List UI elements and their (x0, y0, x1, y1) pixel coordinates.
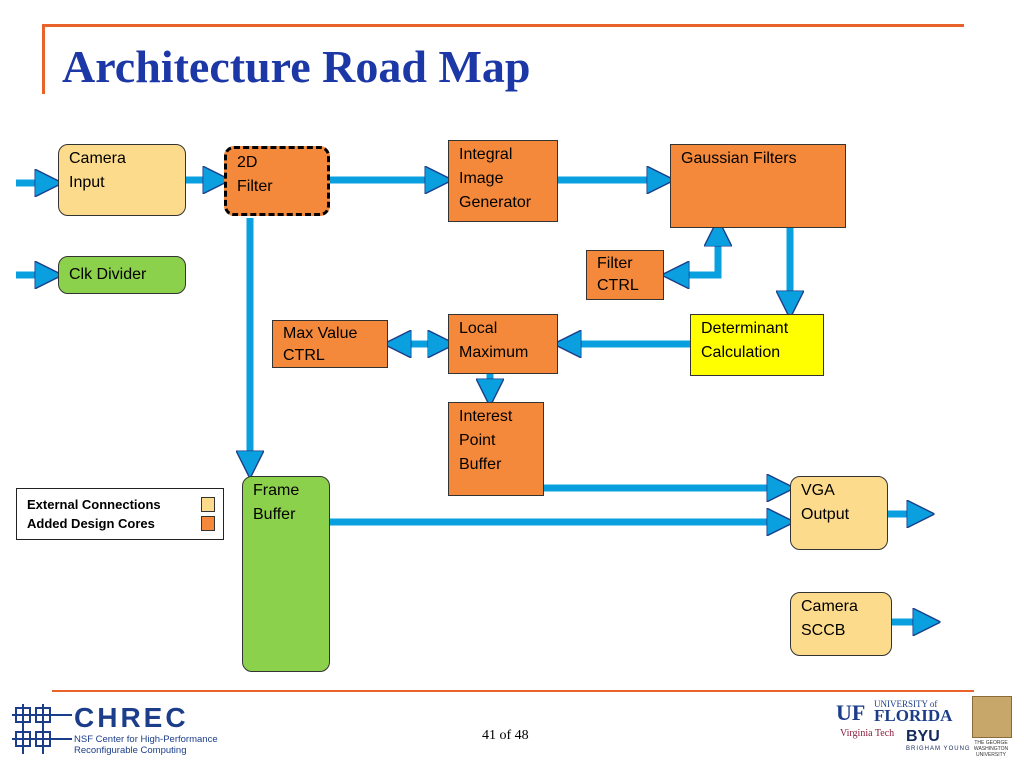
gw-portrait-icon (972, 696, 1012, 738)
title-rule-left (42, 24, 45, 94)
determinant-label: Determinant Calculation (701, 320, 789, 361)
camera-sccb-label: Camera SCCB (801, 598, 858, 639)
interest-point-buffer-box: Interest Point Buffer (448, 402, 544, 496)
frame-buffer-box: Frame Buffer (242, 476, 330, 672)
gw-name: THE GEORGE WASHINGTON UNIVERSITY (973, 740, 1009, 758)
legend: External Connections Added Design Cores (16, 488, 224, 540)
filter-ctrl-label: Filter CTRL (597, 255, 639, 294)
max-value-ctrl-label: Max Value CTRL (283, 325, 358, 364)
legend-added-label: Added Design Cores (27, 516, 155, 531)
vt-logo: Virginia Tech (840, 728, 895, 739)
uf-name: UNIVERSITY of FLORIDA (874, 699, 952, 724)
interest-point-buffer-label: Interest Point Buffer (459, 408, 513, 473)
camera-input-box: Camera Input (58, 144, 186, 216)
vga-output-label: VGA Output (801, 482, 850, 523)
chrec-title: CHREC (74, 702, 189, 733)
uf-univ: UNIVERSITY of (874, 699, 938, 709)
byu-subtitle: BRIGHAM YOUNG (906, 746, 971, 752)
chrec-mark-icon (12, 704, 72, 754)
max-value-ctrl-box: Max Value CTRL (272, 320, 388, 368)
page-title: Architecture Road Map (62, 41, 531, 92)
legend-external-label: External Connections (27, 497, 161, 512)
integral-image-box: Integral Image Generator (448, 140, 558, 222)
university-logos: UF UNIVERSITY of FLORIDA Virginia Tech B… (836, 696, 1014, 762)
local-maximum-label: Local Maximum (459, 320, 529, 361)
byu-logo: BYU (906, 728, 940, 745)
frame-buffer-label: Frame Buffer (253, 482, 300, 523)
gaussian-filters-box: Gaussian Filters (670, 144, 846, 228)
local-maximum-box: Local Maximum (448, 314, 558, 374)
integral-image-label: Integral Image Generator (459, 146, 532, 211)
clk-divider-label: Clk Divider (69, 266, 147, 283)
determinant-box: Determinant Calculation (690, 314, 824, 376)
camera-sccb-box: Camera SCCB (790, 592, 892, 656)
chrec-subtitle: NSF Center for High-Performance Reconfig… (74, 734, 218, 756)
filter-ctrl-box: Filter CTRL (586, 250, 664, 300)
filter-2d-box: 2D Filter (224, 146, 330, 216)
title-rule-top (42, 24, 964, 27)
uf-mark: UF (836, 700, 866, 725)
vga-output-box: VGA Output (790, 476, 888, 550)
clk-divider-box: Clk Divider (58, 256, 186, 294)
uf-florida: FLORIDA (874, 706, 953, 725)
camera-input-label: Camera Input (69, 150, 126, 191)
gaussian-filters-label: Gaussian Filters (681, 150, 797, 167)
legend-external-swatch (201, 497, 215, 512)
arrow-gaussian-filterctrl (674, 234, 718, 275)
footer-rule (52, 690, 974, 692)
filter-2d-label: 2D Filter (237, 154, 273, 195)
chrec-logo: CHREC NSF Center for High-Performance Re… (12, 702, 222, 758)
page-number: 41 of 48 (482, 728, 529, 743)
legend-added-swatch (201, 516, 215, 531)
